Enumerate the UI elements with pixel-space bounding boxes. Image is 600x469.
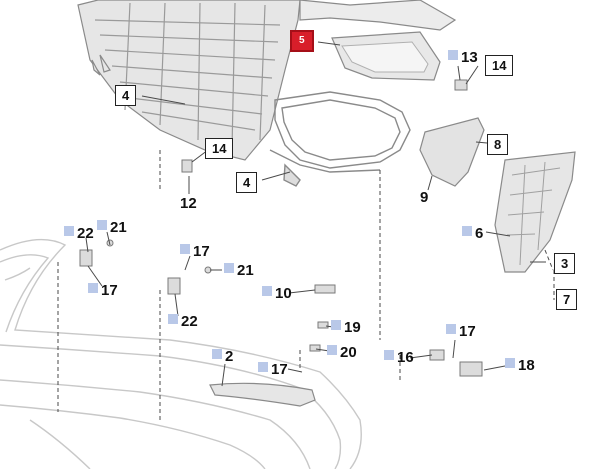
marker-10: [262, 286, 272, 296]
marker-16: [384, 350, 394, 360]
callout-18: 18: [505, 358, 535, 373]
part-2-trim: [209, 382, 316, 407]
label-10: 10: [275, 285, 292, 302]
callout-9: 9: [420, 189, 429, 206]
callout-19: 19: [331, 320, 361, 335]
label-16: 16: [397, 349, 414, 366]
marker-17-bottom: [258, 362, 268, 372]
callout-13: 13: [448, 50, 478, 65]
label-21-mid: 21: [237, 262, 254, 279]
callout-21-left: 21: [97, 220, 127, 235]
callout-12: 12: [180, 195, 197, 212]
label-22-left: 22: [77, 225, 94, 242]
callout-14-top: 14: [485, 55, 514, 76]
marker-17-right: [446, 324, 456, 334]
label-17-right-top: 17: [193, 243, 210, 260]
callout-22-mid: 22: [168, 314, 198, 329]
callout-4-top: 4: [115, 85, 137, 106]
bumper-cover: [0, 238, 362, 469]
callout-2: 2: [212, 349, 233, 364]
marker-2: [212, 349, 222, 359]
callout-17-bottom: 17: [258, 362, 288, 377]
label-2: 2: [225, 348, 234, 365]
marker-20: [327, 345, 337, 355]
label-20: 20: [340, 344, 357, 361]
callout-16: 16: [384, 350, 414, 365]
label-17-bottom: 17: [271, 361, 288, 378]
small-brackets: [79, 79, 483, 377]
label-22-mid: 22: [181, 313, 198, 330]
label-18: 18: [518, 357, 535, 374]
dashed-guides: [57, 150, 555, 420]
front-grille: [77, 0, 457, 161]
label-13: 13: [461, 49, 478, 66]
callout-6: 6: [462, 226, 483, 241]
label-19: 19: [344, 319, 361, 336]
marker-22-left: [64, 226, 74, 236]
marker-22-mid: [168, 314, 178, 324]
marker-17-left: [88, 283, 98, 293]
callout-4-mid: 4: [236, 172, 258, 193]
callout-17-right: 17: [446, 324, 476, 339]
callout-5: 5: [290, 30, 314, 52]
callout-22-left: 22: [64, 226, 94, 241]
part-6-side-grille: [494, 151, 576, 273]
callout-17-left: 17: [88, 283, 118, 298]
marker-18: [505, 358, 515, 368]
label-17-left: 17: [101, 282, 118, 299]
callout-8: 8: [487, 134, 509, 155]
part-9-deflector: [419, 117, 485, 187]
callout-3: 3: [554, 253, 576, 274]
callout-7: 7: [556, 289, 578, 310]
marker-6: [462, 226, 472, 236]
marker-13: [448, 50, 458, 60]
marker-21-mid: [224, 263, 234, 273]
label-17-right: 17: [459, 323, 476, 340]
callout-10: 10: [262, 286, 292, 301]
label-21-left: 21: [110, 219, 127, 236]
marker-17-right-top: [180, 244, 190, 254]
marker-19: [331, 320, 341, 330]
grille-frame: [269, 91, 411, 187]
label-6: 6: [475, 225, 484, 242]
callout-21-mid: 21: [224, 263, 254, 278]
callout-17-right-top: 17: [180, 244, 210, 259]
callout-20: 20: [327, 345, 357, 360]
marker-21-left: [97, 220, 107, 230]
callout-14-mid: 14: [205, 138, 234, 159]
